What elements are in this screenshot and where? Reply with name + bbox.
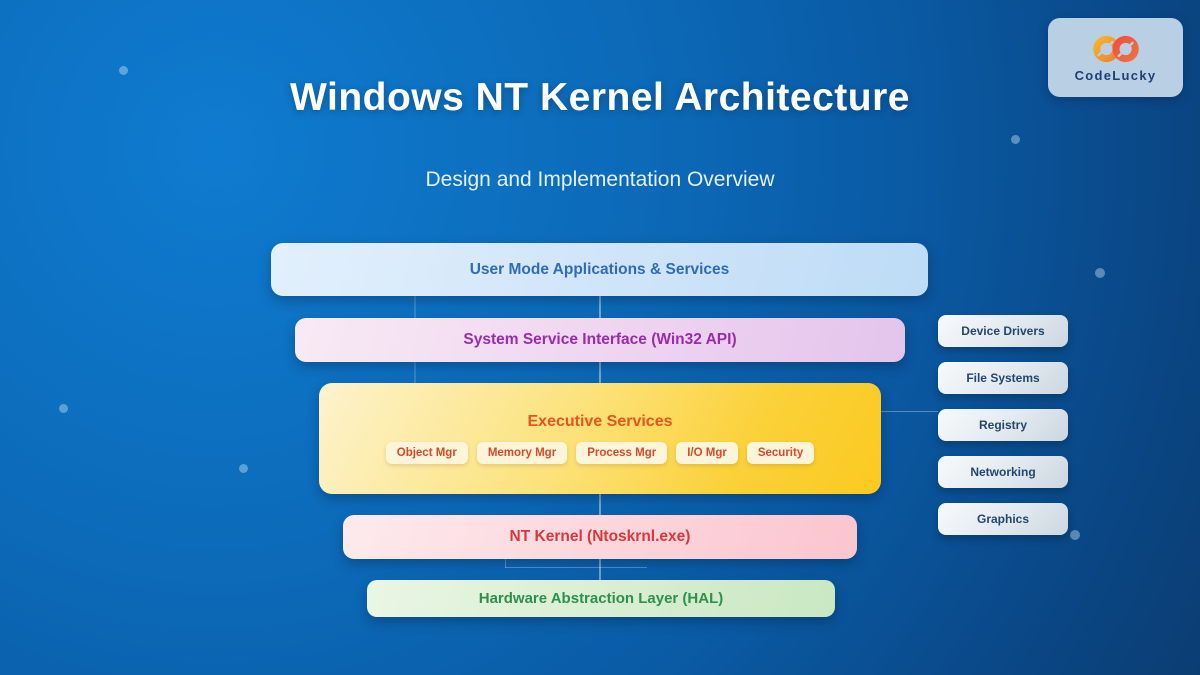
layer-nt-kernel: NT Kernel (Ntoskrnl.exe) xyxy=(343,515,857,559)
background-dot xyxy=(1011,135,1020,144)
layer-executive-services: Executive Services Object Mgr Memory Mgr… xyxy=(319,383,881,494)
connector-executive-to-modules xyxy=(881,411,938,412)
infinity-leaf-icon xyxy=(1092,35,1139,62)
module-registry-label: Registry xyxy=(978,418,1028,432)
layer-system-service-label: System Service Interface (Win32 API) xyxy=(463,331,737,348)
layer-user-mode: User Mode Applications & Services xyxy=(271,243,928,296)
background-dot xyxy=(119,66,128,75)
page-subtitle: Design and Implementation Overview xyxy=(425,168,775,191)
module-registry: Registry xyxy=(938,409,1068,441)
background-dot xyxy=(59,404,68,413)
logo-text: CodeLucky xyxy=(1074,67,1157,83)
executive-components-row: Object Mgr Memory Mgr Process Mgr I/O Mg… xyxy=(385,442,815,464)
module-networking: Networking xyxy=(938,456,1068,488)
background-dot xyxy=(239,464,248,473)
executive-component-object-mgr: Object Mgr xyxy=(385,442,468,464)
executive-component-security: Security xyxy=(746,442,815,464)
background-dot xyxy=(1095,268,1105,278)
module-file-systems-label: File Systems xyxy=(966,371,1040,385)
connector-kernel-hal-tick xyxy=(505,559,506,568)
module-graphics: Graphics xyxy=(938,503,1068,535)
layer-hal: Hardware Abstraction Layer (HAL) xyxy=(367,580,835,617)
module-device-drivers: Device Drivers xyxy=(938,315,1068,347)
executive-services-title: Executive Services xyxy=(527,413,673,430)
executive-component-process-mgr: Process Mgr xyxy=(576,442,668,464)
layer-user-mode-label: User Mode Applications & Services xyxy=(469,260,730,278)
layer-nt-kernel-label: NT Kernel (Ntoskrnl.exe) xyxy=(509,528,691,545)
module-device-drivers-label: Device Drivers xyxy=(961,324,1045,338)
executive-component-io-mgr: I/O Mgr xyxy=(676,442,738,464)
logo-card: CodeLucky xyxy=(1048,18,1183,97)
module-graphics-label: Graphics xyxy=(976,512,1030,526)
layer-system-service-interface: System Service Interface (Win32 API) xyxy=(295,318,905,362)
page-title: Windows NT Kernel Architecture xyxy=(290,76,910,119)
module-file-systems: File Systems xyxy=(938,362,1068,394)
module-networking-label: Networking xyxy=(970,465,1036,479)
executive-component-memory-mgr: Memory Mgr xyxy=(476,442,568,464)
layer-hal-label: Hardware Abstraction Layer (HAL) xyxy=(478,590,724,607)
background-dot xyxy=(1070,530,1080,540)
connector-kernel-hal-bracket xyxy=(505,567,647,568)
